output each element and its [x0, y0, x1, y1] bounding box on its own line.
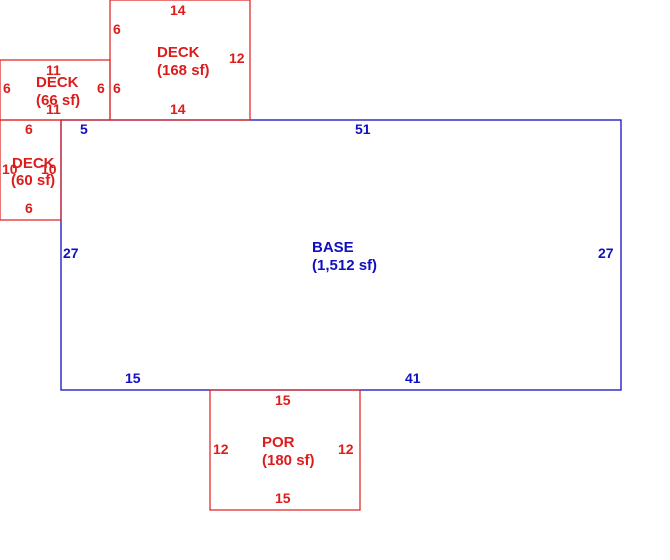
deck-top-dim-bottom: 14 [170, 101, 186, 117]
deck-mid-dim-top: 11 [46, 62, 61, 78]
base-dim-bottom-a: 15 [125, 370, 141, 386]
porch-area: POR (180 sf) 15 15 12 12 [209, 389, 361, 511]
porch-dim-bottom: 15 [275, 490, 291, 506]
deck-top-name-label: DECK [157, 44, 200, 61]
base-dim-bottom-b: 41 [405, 370, 421, 386]
deck-small-dim-right: 10 [41, 161, 57, 177]
base-dim-top-b: 51 [355, 121, 371, 137]
deck-mid-area: DECK (66 sf) 11 11 6 6 [0, 59, 111, 121]
deck-small-name-label: DECK [12, 155, 55, 172]
deck-top-dim-left: 6 [113, 21, 121, 37]
deck-small-outline [0, 119, 62, 221]
porch-dim-left: 12 [213, 441, 229, 457]
base-name-label: BASE [312, 239, 354, 256]
deck-small-dim-bottom: 6 [25, 200, 33, 216]
deck-small-dim-top: 6 [25, 121, 33, 137]
porch-name-label: POR [262, 434, 295, 451]
porch-area-label: (180 sf) [262, 452, 315, 469]
deck-top-area-label: (168 sf) [157, 62, 210, 79]
deck-top-dim-left-b: 6 [113, 80, 121, 96]
porch-dim-right: 12 [338, 441, 354, 457]
deck-mid-name-label: DECK [36, 74, 79, 91]
base-dim-left: 27 [63, 245, 79, 261]
base-dim-right: 27 [598, 245, 614, 261]
deck-mid-dim-left: 6 [3, 80, 11, 96]
deck-top-dim-right: 12 [229, 50, 245, 66]
deck-small-area-label: (60 sf) [11, 172, 55, 189]
deck-mid-dim-right: 6 [97, 80, 105, 96]
deck-small-dim-left: 10 [2, 161, 18, 177]
base-dim-top-a: 5 [80, 121, 88, 137]
base-area-label: (1,512 sf) [312, 257, 377, 274]
deck-mid-dim-bottom: 11 [46, 101, 61, 117]
deck-top-dim-top: 14 [170, 2, 186, 18]
base-area: BASE (1,512 sf) 5 51 27 27 15 41 [60, 119, 622, 391]
deck-small-area: DECK (60 sf) 6 6 10 10 [0, 119, 62, 221]
porch-dim-top: 15 [275, 392, 291, 408]
deck-top-area: DECK (168 sf) 14 14 6 6 12 [109, 0, 251, 121]
porch-outline [209, 389, 361, 511]
deck-mid-area-label: (66 sf) [36, 92, 80, 109]
